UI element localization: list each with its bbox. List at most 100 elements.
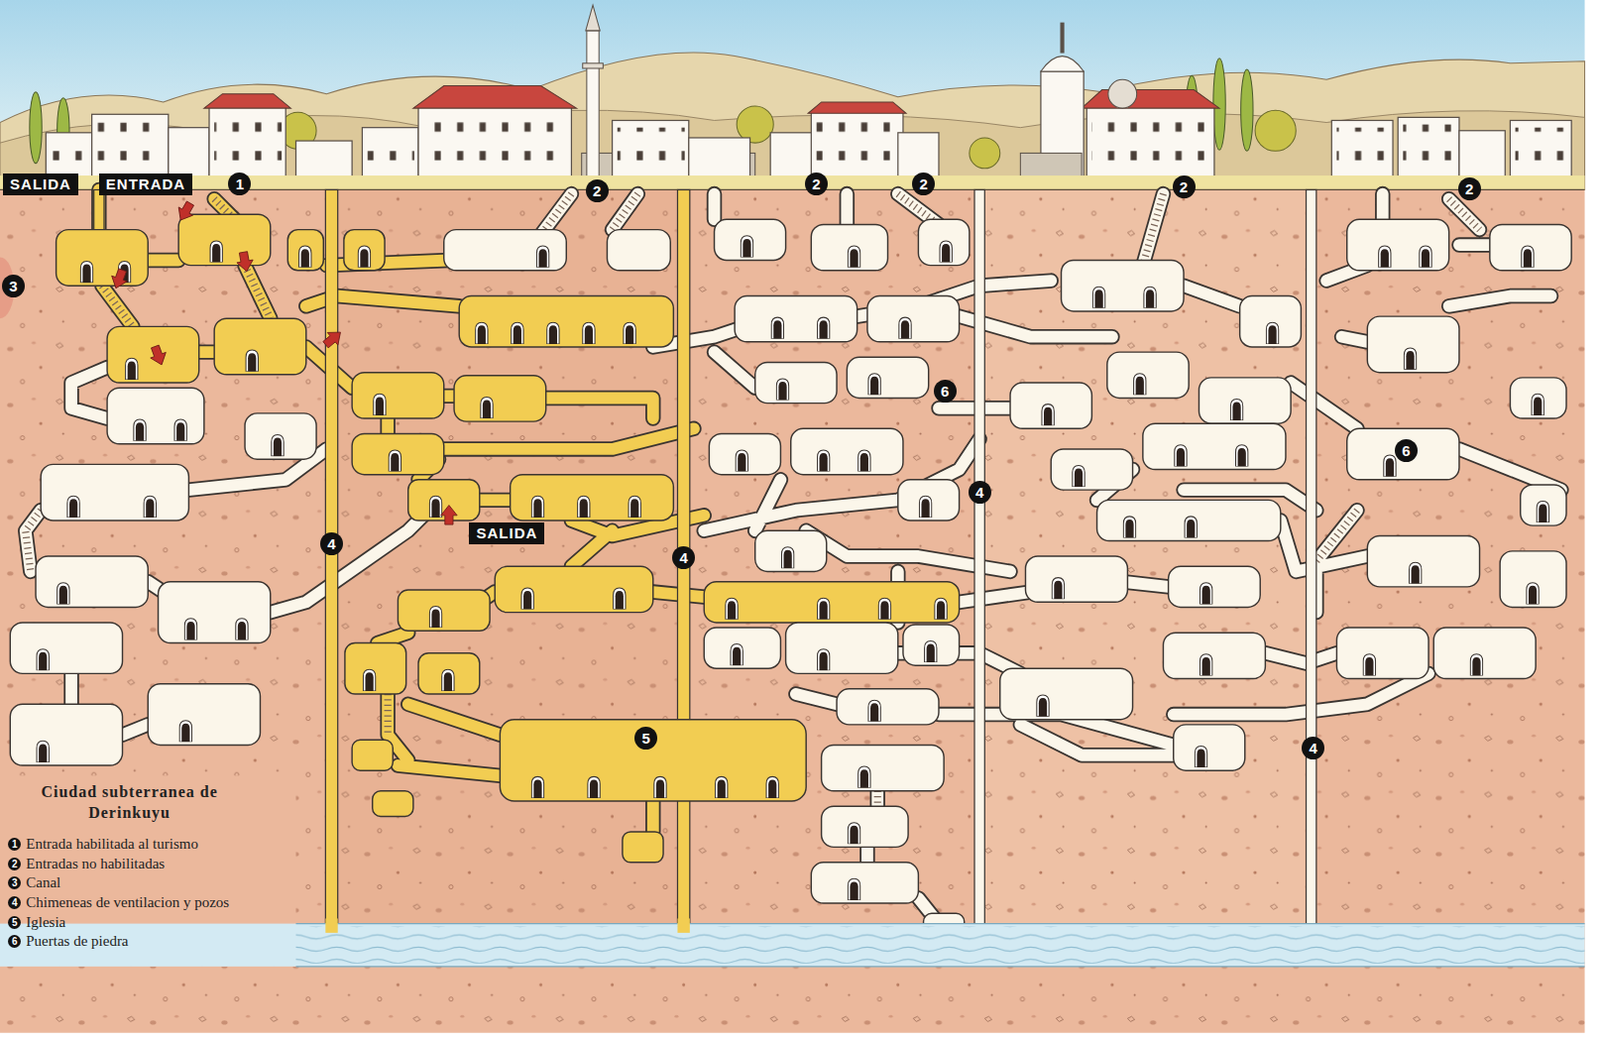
route-arrows-part	[320, 326, 346, 351]
village-part	[807, 102, 907, 114]
doors-part	[934, 597, 947, 620]
callout-text: 3	[8, 277, 17, 295]
village-part	[688, 137, 751, 179]
callout-text: 2	[592, 182, 601, 200]
village	[29, 4, 1572, 179]
doors	[36, 235, 1549, 901]
rooms-part	[1107, 351, 1189, 398]
tunnels-part	[25, 194, 1562, 924]
rooms-part	[1097, 499, 1281, 541]
tag-text: SALIDA	[475, 524, 538, 542]
village-part	[1059, 22, 1064, 54]
ground-part	[0, 189, 1586, 1032]
callout-text: 4	[327, 535, 336, 553]
doors-part	[816, 317, 829, 340]
callout-number: 4	[672, 546, 695, 570]
doors-part	[299, 245, 312, 268]
village-part	[1402, 124, 1454, 174]
legend-number: 1	[7, 837, 21, 851]
rooms-part	[158, 581, 271, 644]
callout-number: 2	[1458, 177, 1482, 201]
doors-part	[133, 419, 146, 442]
rooms-part	[1520, 484, 1567, 526]
doors-part	[766, 776, 779, 799]
doors-part	[816, 597, 829, 620]
rooms-part	[791, 428, 904, 474]
callout-text: 2	[1465, 180, 1474, 198]
doors-part	[1536, 500, 1549, 523]
village-part	[418, 107, 572, 179]
doors-part	[847, 245, 860, 268]
rooms-part	[444, 229, 568, 271]
route-tag: SALIDA	[468, 522, 545, 545]
doors-part	[1200, 582, 1213, 605]
rooms-part	[1061, 259, 1185, 311]
village-part	[361, 127, 419, 179]
doors-part	[373, 393, 386, 416]
legend-text: Entrada habilitada al turismo	[25, 835, 199, 853]
rooms-part	[714, 219, 787, 260]
callout-text: 2	[918, 175, 927, 193]
water-table-part	[677, 917, 689, 932]
doors-part	[847, 878, 860, 901]
callout-number: 2	[1172, 175, 1196, 199]
village-part	[49, 142, 88, 174]
rooms-part	[351, 739, 393, 771]
doors-part	[1230, 398, 1243, 421]
title-text: Ciudad subterranea de Derinkuyu	[40, 783, 218, 821]
village-part	[45, 132, 92, 179]
rooms-part	[458, 296, 674, 347]
callout-number: 6	[933, 379, 957, 403]
shafts-part	[325, 189, 338, 932]
doors-part	[847, 822, 860, 845]
rooms-part	[1347, 428, 1460, 479]
route-arrows	[108, 199, 458, 525]
callout-text: 6	[940, 382, 949, 400]
rooms-part	[1367, 535, 1480, 586]
rooms-part	[107, 387, 205, 445]
tunnels-part	[25, 194, 1481, 807]
rooms-part	[1168, 566, 1261, 607]
doors-part	[36, 740, 49, 763]
doors-part	[184, 618, 197, 641]
doors-part	[143, 495, 156, 518]
callout-text: 6	[1401, 442, 1410, 459]
doors-part	[357, 245, 370, 268]
doors-part	[536, 245, 549, 268]
legend-number: 4	[7, 896, 21, 910]
callout-number: 1	[228, 172, 251, 196]
legend-row: 3Canal	[7, 873, 229, 894]
doors-part	[776, 378, 789, 401]
legend-text: Canal	[25, 874, 61, 892]
rooms-part	[418, 653, 480, 694]
doors-part	[125, 357, 138, 380]
rooms-part	[810, 862, 918, 904]
doors-part	[521, 587, 534, 610]
village-part	[617, 127, 686, 174]
doors-part	[80, 261, 93, 284]
legend-row: 4Chimeneas de ventilacion y pozos	[7, 893, 229, 914]
rooms-part	[1000, 668, 1134, 719]
doors-part	[1092, 286, 1105, 309]
rooms-part	[703, 627, 781, 669]
rooms-part	[56, 229, 149, 287]
rooms-part	[1198, 377, 1291, 424]
rooms-part	[147, 684, 260, 746]
doors-part	[1521, 245, 1534, 268]
doors-part	[1194, 745, 1207, 768]
doors-part	[1051, 577, 1064, 600]
route-tag: SALIDA	[2, 173, 79, 196]
doors-part	[1526, 582, 1539, 605]
doors-part	[1200, 654, 1213, 677]
map-title: Ciudad subterranea de Derinkuyu	[20, 781, 239, 823]
village-part	[1086, 107, 1215, 179]
village-part	[1213, 58, 1226, 151]
doors-part	[771, 317, 784, 340]
callout-text: 5	[641, 729, 650, 747]
shafts-part	[94, 189, 105, 232]
village-part	[92, 114, 169, 179]
doors-part	[511, 322, 524, 344]
doors-part	[1470, 654, 1483, 677]
rooms-part	[35, 556, 148, 607]
callout-text: 2	[811, 175, 820, 193]
